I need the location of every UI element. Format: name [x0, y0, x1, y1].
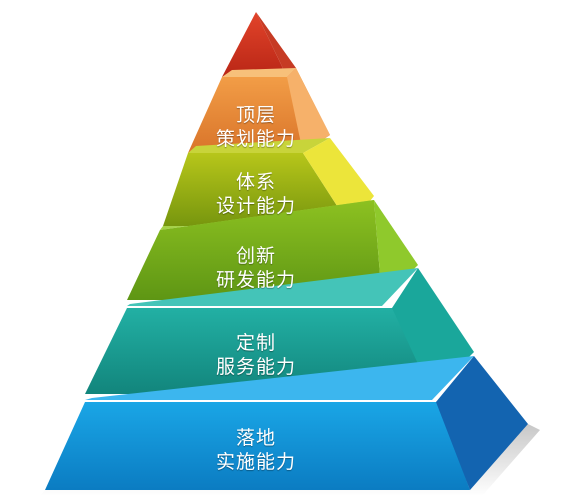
tier-5-side	[436, 356, 528, 490]
tier-3-line1: 创新	[235, 245, 276, 267]
tier-1-label: 顶层 策划能力	[186, 103, 326, 151]
tier-5-label: 落地 实施能力	[186, 426, 326, 474]
apex-side	[256, 12, 296, 77]
tier-4-line2: 服务能力	[215, 356, 296, 378]
tier-5-implementation	[45, 356, 528, 490]
tier-4-line1: 定制	[235, 332, 276, 354]
tier-2-label: 体系 设计能力	[186, 170, 326, 218]
pyramid-apex	[222, 12, 296, 77]
tier-3-front	[127, 200, 382, 300]
tier-3-label: 创新 研发能力	[186, 244, 326, 292]
tier-5-line2: 实施能力	[215, 451, 296, 473]
tier-1-line2: 策划能力	[215, 128, 296, 150]
tier-1-side	[287, 68, 330, 153]
tier-5-top-face	[85, 356, 474, 400]
tier-2-line1: 体系	[235, 171, 276, 193]
tier-1-line1: 顶层	[235, 104, 276, 126]
tier-2-top-face	[188, 138, 330, 153]
tier-4-label: 定制 服务能力	[186, 331, 326, 379]
tier-3-line2: 研发能力	[215, 269, 296, 291]
tier-1-top-face	[222, 68, 296, 77]
tier-4-top-face	[127, 268, 418, 306]
apex-front	[222, 12, 287, 77]
tier-5-line1: 落地	[235, 427, 276, 449]
tier-2-line2: 设计能力	[215, 195, 296, 217]
tier-1-strategic-planning	[188, 68, 330, 153]
tier-2-front	[163, 153, 350, 226]
tier-5-front	[45, 402, 470, 490]
